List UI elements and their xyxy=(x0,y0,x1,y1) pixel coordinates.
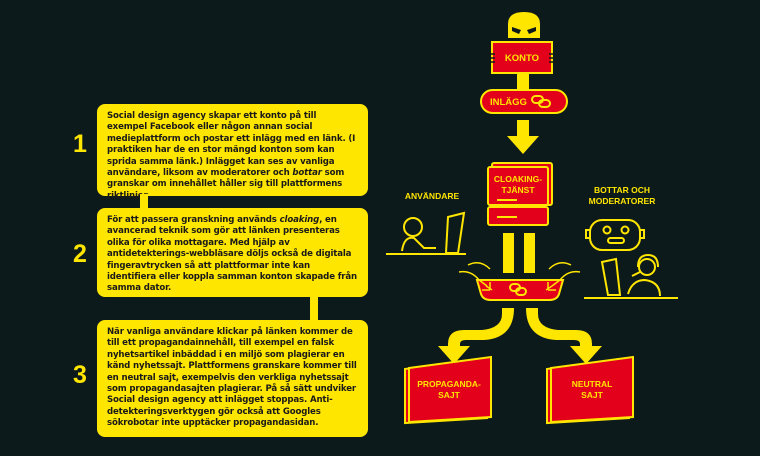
connector xyxy=(140,194,148,208)
cloaking-label-2: TJÄNST xyxy=(501,185,535,195)
step-3-text-box: När vanliga användare klickar på länken … xyxy=(97,320,368,437)
hand-icon xyxy=(458,262,581,291)
user-at-computer-icon xyxy=(386,211,466,255)
link-tray-with-hands xyxy=(458,262,581,301)
propaganda-label-1: PROPAGANDA- xyxy=(417,379,481,389)
step-1-text: Social design agency skapar ett konto på… xyxy=(107,111,356,179)
moderator-at-computer-icon xyxy=(584,253,678,299)
neutral-label-2: SAJT xyxy=(581,390,604,400)
arrow-down-icon xyxy=(507,120,539,154)
arrow-to-neutral-icon xyxy=(526,308,602,364)
robot-icon xyxy=(585,219,645,251)
neutral-site-box: NEUTRAL SAJT xyxy=(546,355,634,425)
connector xyxy=(517,73,529,89)
bots-label-1: BOTTAR OCH xyxy=(594,185,650,195)
step-1-emphasis: bottar xyxy=(292,168,322,179)
post-pill: INLÄGG xyxy=(480,89,568,114)
step-2-number: 2 xyxy=(73,240,87,268)
propaganda-label-2: SAJT xyxy=(438,390,461,400)
cloaking-label-1: CLOAKING- xyxy=(494,174,542,184)
step-2-text-box: För att passera granskning används cloak… xyxy=(97,208,368,297)
users-label: ANVÄNDARE xyxy=(405,191,460,201)
step-1-text-end: som granskar om innehållet håller sig ti… xyxy=(107,168,345,201)
connector xyxy=(503,233,514,273)
step-1-number: 1 xyxy=(73,130,87,158)
step-3-text: När vanliga användare klickar på länken … xyxy=(107,327,357,429)
neutral-label-1: NEUTRAL xyxy=(572,379,613,389)
step-2-emphasis: cloaking xyxy=(279,215,320,225)
connector xyxy=(310,295,318,323)
link-icon xyxy=(531,95,551,108)
step-2-text: För att passera granskning används xyxy=(107,215,280,225)
link-icon xyxy=(509,283,527,296)
account-box: KONTO xyxy=(489,41,555,74)
villain-face-icon xyxy=(508,12,540,38)
arrow-to-propaganda-icon xyxy=(438,308,514,364)
account-label: KONTO xyxy=(505,53,539,64)
propaganda-site-box: PROPAGANDA- SAJT xyxy=(404,355,492,425)
bots-label-2: MODERATORER xyxy=(589,196,656,206)
cloaking-service-box: CLOAKING- TJÄNST xyxy=(487,162,553,226)
step-1-text-box: Social design agency skapar ett konto på… xyxy=(97,104,368,201)
connector xyxy=(524,233,535,273)
post-label: INLÄGG xyxy=(490,97,527,108)
step-3-number: 3 xyxy=(73,361,87,389)
step-2-text-end: , en avancerad teknik som gör att länken… xyxy=(107,215,358,294)
